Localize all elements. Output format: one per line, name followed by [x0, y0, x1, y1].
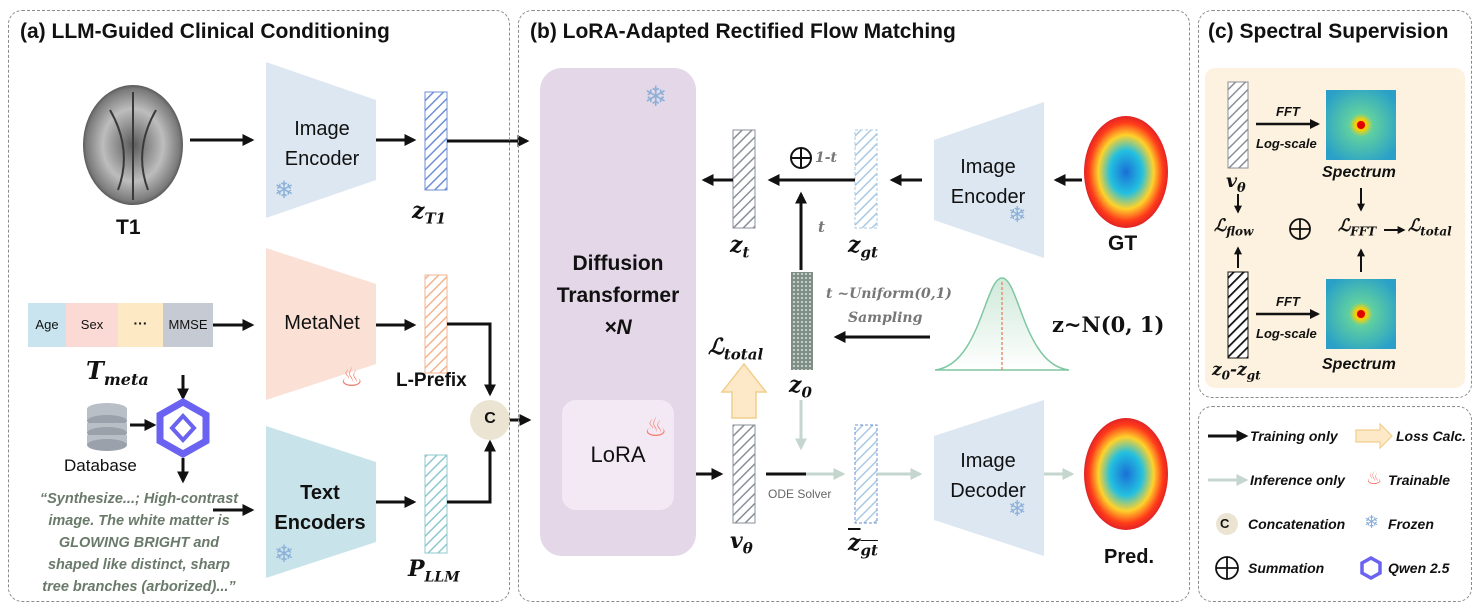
image-encoder-b — [934, 102, 1044, 258]
t1-label: T1 — [116, 216, 141, 239]
pred-label: Pred. — [1104, 546, 1155, 568]
legend-concat-label: Concatenation — [1248, 516, 1346, 532]
image-decoder-block — [934, 400, 1044, 556]
t-label: t — [818, 218, 825, 236]
c-l-total-label: ℒtotal — [1408, 216, 1452, 239]
t-uniform-label: t ~Uniform(0,1) — [826, 286, 952, 302]
v-theta-label: vθ — [730, 528, 753, 558]
loss-arrow — [720, 362, 768, 419]
v-theta-token — [732, 424, 756, 524]
text-encoders-block — [266, 426, 376, 578]
ode-solver-label: ODE Solver — [768, 487, 832, 501]
legend-frozen-label: Frozen — [1388, 516, 1434, 532]
z0-token — [791, 272, 813, 370]
concat-label: C — [484, 410, 496, 427]
metanet-block — [266, 248, 376, 400]
flame-icon: ♨ — [340, 362, 364, 392]
log-top-label: Log-scale — [1256, 136, 1317, 151]
b-l-total-label: ℒtotal — [708, 334, 764, 364]
snowflake-icon: ❄ — [274, 541, 295, 568]
c-v-theta-label: vθ — [1226, 170, 1246, 196]
legend-qwen-icon — [1360, 555, 1382, 581]
gt-pet-image — [1084, 116, 1168, 228]
panel-a-title: (a) LLM-Guided Clinical Conditioning — [20, 20, 390, 43]
panel-c-title: (c) Spectral Supervision — [1208, 20, 1449, 43]
z-diff-label: z0-zgt — [1212, 360, 1261, 383]
p-llm-label: PLLM — [408, 556, 460, 586]
spectrum-top-label: Spectrum — [1322, 164, 1396, 181]
one-minus-t-label: 1-t — [815, 150, 838, 166]
panel-b — [518, 10, 1190, 602]
spectrum-bottom-label: Spectrum — [1322, 356, 1396, 373]
sampling-label: Sampling — [848, 310, 923, 326]
z-hat-gt-label: zgt — [848, 530, 878, 560]
legend-loss-label: Loss Calc. — [1396, 428, 1467, 444]
t-meta-label: Tmeta — [86, 356, 149, 389]
metanet-label: MetaNet — [284, 312, 360, 334]
noise-label: z~N(0, 1) — [1052, 312, 1165, 337]
legend-qwen-label: Qwen 2.5 — [1388, 560, 1450, 576]
l-flow-label: ℒflow — [1214, 216, 1254, 239]
concat-node — [470, 400, 510, 440]
legend-inference-label: Inference only — [1250, 472, 1345, 488]
panel-b-title: (b) LoRA-Adapted Rectified Flow Matching — [530, 20, 956, 43]
qwen-icon — [156, 397, 210, 459]
c-v-theta-token — [1227, 81, 1249, 169]
snowflake-icon: ❄ — [274, 177, 295, 204]
legend-loss-arrow — [1355, 422, 1393, 450]
c-z-diff-token — [1227, 271, 1249, 359]
snowflake-icon: ❄ — [644, 81, 668, 112]
z-gt-label: zgt — [848, 232, 878, 262]
legend-snowflake-icon: ❄ — [1364, 512, 1380, 532]
log-bottom-label: Log-scale — [1256, 326, 1317, 341]
l-prefix-label: L-Prefix — [396, 370, 467, 391]
legend-summation-label: Summation — [1248, 560, 1325, 576]
z-t1-label: zT1 — [412, 198, 447, 228]
panel-a — [8, 10, 510, 602]
legend-concat-node — [1216, 513, 1238, 535]
flame-icon: ♨ — [644, 412, 668, 442]
lora-label: LoRA — [590, 442, 646, 467]
database-icon — [87, 403, 127, 451]
p-llm-token — [424, 454, 448, 554]
z0-label: z0 — [789, 372, 812, 402]
meta-mmse: MMSE — [168, 317, 208, 332]
database-label: Database — [64, 456, 137, 475]
gt-label: GT — [1108, 232, 1138, 255]
meta-ellipsis: ··· — [133, 315, 148, 331]
legend-c-label: C — [1220, 516, 1230, 531]
l-fft-label: ℒFFT — [1338, 216, 1377, 239]
snowflake-icon: ❄ — [1008, 202, 1027, 227]
image-encoder-a — [266, 62, 376, 218]
fft-bottom-label: FFT — [1276, 294, 1300, 309]
fft-top-label: FFT — [1276, 104, 1300, 119]
panel-c — [1198, 10, 1472, 398]
z-t-label: zt — [730, 232, 750, 262]
meta-age: Age — [35, 317, 59, 332]
spectral-area — [1205, 68, 1465, 388]
legend-panel — [1198, 406, 1472, 602]
pred-pet-image — [1084, 418, 1168, 530]
lora-block — [562, 400, 674, 510]
legend-flame-icon: ♨ — [1366, 468, 1383, 488]
legend-trainable-label: Trainable — [1388, 472, 1450, 488]
meta-sex: Sex — [80, 317, 104, 332]
snowflake-icon: ❄ — [1008, 496, 1027, 521]
legend-training-label: Training only — [1250, 428, 1338, 444]
